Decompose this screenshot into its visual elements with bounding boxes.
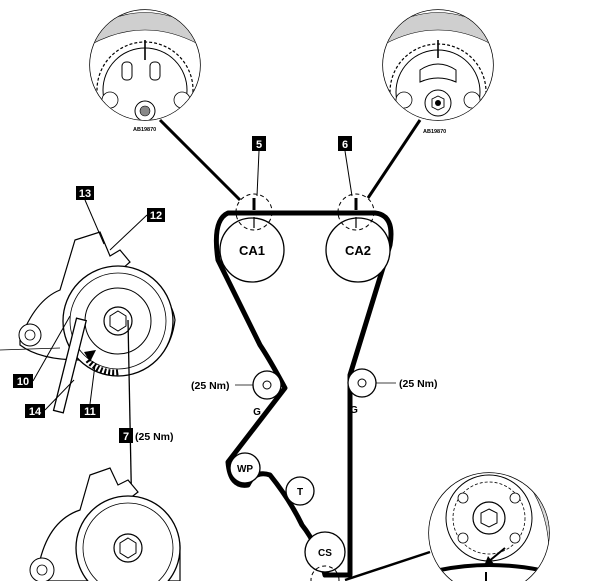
svg-text:6: 6: [342, 139, 348, 151]
idler-pulley-right: (25 Nm) G: [347, 368, 438, 416]
leader-left-inset: [158, 118, 242, 202]
tensioner-assembly-lower: [29, 467, 181, 586]
callout-7-torque: (25 Nm): [135, 431, 174, 443]
inset-crank: [428, 472, 550, 586]
wp-label: WP: [237, 464, 253, 475]
svg-text:10: 10: [17, 376, 29, 388]
svg-text:5: 5: [256, 139, 262, 151]
timing-belt: [213, 210, 394, 578]
svg-text:11: 11: [84, 406, 96, 418]
idler-right-label: G: [350, 405, 358, 416]
callout-14: 14: [25, 379, 75, 418]
timing-mark-cam2: [337, 193, 375, 231]
leader-right-inset: [366, 119, 422, 199]
callout-13: 13: [76, 186, 105, 245]
callout-7: 7 (25 Nm): [119, 428, 174, 443]
callout-12: 12: [109, 208, 165, 251]
timing-mark-cam1: [235, 193, 273, 231]
inset-cam-left: AB19870: [89, 9, 201, 133]
inset-cam-right: AB19870: [382, 9, 494, 135]
idler-pulley-left: (25 Nm) G: [191, 370, 282, 418]
water-pump-sprocket: WP: [229, 452, 261, 484]
idler-left-label: G: [253, 407, 261, 418]
t-label: T: [297, 487, 303, 498]
idler-left-torque: (25 Nm): [191, 380, 230, 392]
camshaft-sprocket-2: CA2: [325, 217, 391, 283]
tensioner-assembly-upper: [0, 231, 176, 576]
camshaft-sprocket-1: CA1: [219, 217, 285, 283]
callout-11: 11: [80, 364, 100, 418]
ca1-label: CA1: [239, 243, 265, 258]
callout-10: 10: [13, 315, 71, 388]
svg-text:14: 14: [29, 406, 42, 418]
tensioner-pulley: T: [285, 476, 315, 506]
inset-right-code: AB19870: [423, 129, 446, 135]
ca2-label: CA2: [345, 243, 371, 258]
svg-text:13: 13: [79, 188, 91, 200]
idler-right-torque: (25 Nm): [399, 378, 438, 390]
svg-text:7: 7: [123, 431, 129, 443]
svg-text:12: 12: [150, 210, 162, 222]
callout-5: 5: [252, 136, 266, 197]
cs-label: CS: [318, 548, 332, 559]
callout-6: 6: [338, 136, 353, 197]
inset-left-code: AB19870: [133, 127, 156, 133]
crankshaft-sprocket: CS: [304, 531, 431, 586]
